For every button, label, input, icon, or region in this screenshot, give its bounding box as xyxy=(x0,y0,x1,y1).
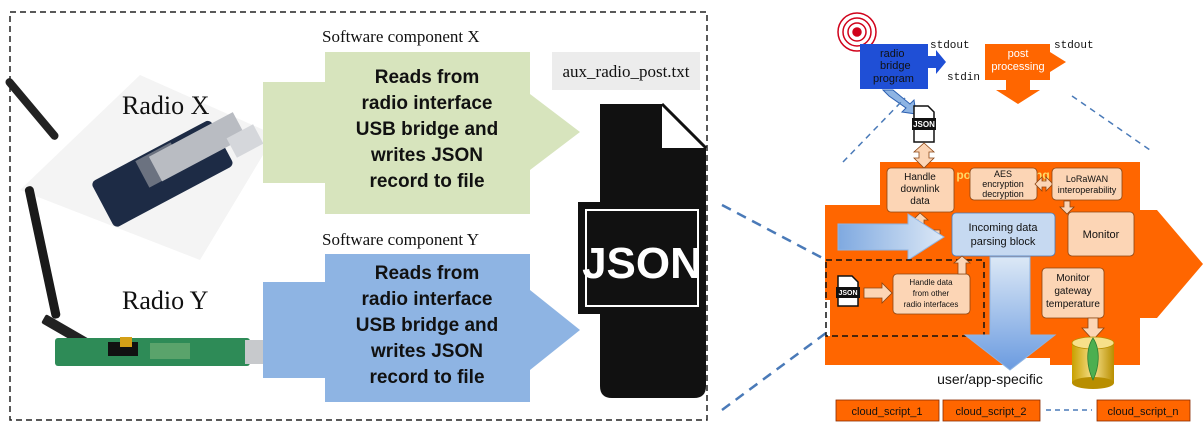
zoom-line-top xyxy=(721,203,831,264)
component-y-line: Reads from xyxy=(375,263,480,284)
json-file-label: JSON xyxy=(582,239,702,288)
cloud-script-label: cloud_script_1 xyxy=(852,406,923,418)
stdout-label-1: stdout xyxy=(930,40,970,52)
user-app-down-arrow xyxy=(963,256,1057,371)
cloud-script-box xyxy=(835,399,940,422)
database-icon xyxy=(1071,336,1115,389)
radio-y-label: Radio Y xyxy=(122,286,209,315)
post-processing-small-line: processing xyxy=(991,61,1044,73)
stdout-label-2: stdout xyxy=(1054,40,1094,52)
component-x-line: radio interface xyxy=(362,93,493,114)
stdout-arrow-1 xyxy=(928,50,946,74)
filename-label: aux_radio_post.txt xyxy=(562,62,689,81)
left-panel-border xyxy=(9,11,708,421)
incoming-line: parsing block xyxy=(971,236,1036,248)
post-processing-small-line: post xyxy=(1008,48,1029,60)
radio-x-device-image xyxy=(5,75,275,260)
component-x-line: record to file xyxy=(369,171,484,192)
component-y-line: USB bridge and xyxy=(356,315,499,336)
component-x-line: USB bridge and xyxy=(356,119,499,140)
zoom-line-bottom xyxy=(721,328,831,412)
component-y-line: radio interface xyxy=(362,289,493,310)
filename-box xyxy=(552,52,700,90)
cloud-script-box xyxy=(942,399,1041,422)
aes-line: decryption xyxy=(982,189,1024,199)
component-y-text: Reads from radio interface USB bridge an… xyxy=(356,263,499,388)
monitor-label: Monitor xyxy=(1083,229,1120,241)
cloud-script-label: cloud_script_n xyxy=(1108,406,1179,418)
monitor-gateway-line: gateway xyxy=(1054,286,1091,297)
handle-downlink-line: data xyxy=(910,196,930,207)
component-x-line: writes JSON xyxy=(370,145,483,166)
bridge-to-json-arrow xyxy=(881,89,917,115)
gateway-db-arrow xyxy=(1081,317,1105,341)
other-up-arrow xyxy=(952,255,972,275)
radio-bridge-line: bridge xyxy=(880,60,911,72)
handle-other-box xyxy=(892,273,971,315)
cloud-script-box xyxy=(1096,399,1191,422)
handle-downlink-line: Handle xyxy=(904,172,936,183)
component-y-line: writes JSON xyxy=(370,341,483,362)
component-y-line: record to file xyxy=(369,367,484,388)
lorawan-box xyxy=(1051,167,1123,201)
radio-waves-icon xyxy=(837,12,877,52)
lorawan-line: LoRaWAN xyxy=(1066,174,1108,184)
lorawan-down-arrow xyxy=(1059,200,1075,215)
component-y-arrow xyxy=(263,254,580,402)
aes-line: encryption xyxy=(982,179,1024,189)
aes-line: AES xyxy=(994,169,1012,179)
radio-bridge-line: program xyxy=(873,73,914,85)
handle-downlink-box xyxy=(886,167,955,213)
handle-other-line: from other xyxy=(913,289,950,298)
incoming-box xyxy=(951,212,1056,257)
monitor-gateway-line: Monitor xyxy=(1056,273,1090,284)
handle-downlink-line: downlink xyxy=(901,184,941,195)
radio-x-label: Radio X xyxy=(122,91,210,120)
component-x-text: Reads from radio interface USB bridge an… xyxy=(356,67,499,192)
monitor-gateway-line: temperature xyxy=(1046,299,1100,310)
trapezoid-line-right xyxy=(1071,95,1151,151)
cloud-script-label: cloud_script_2 xyxy=(956,406,1027,418)
component-x-arrow xyxy=(263,52,580,214)
monitor-gateway-box xyxy=(1041,267,1105,319)
user-app-label: user/app-specific xyxy=(937,371,1043,387)
radio-bridge-label: radio bridge program xyxy=(873,48,914,85)
small-json-label-lower: JSON xyxy=(838,290,857,297)
post-processing-small-box xyxy=(985,44,1066,104)
json-file-icon: JSON xyxy=(578,102,708,398)
small-json-icon-lower: JSON xyxy=(836,275,860,307)
radio-bridge-box xyxy=(860,44,928,89)
json-to-other-arrow xyxy=(863,282,893,304)
trapezoid-line-left xyxy=(842,97,906,163)
component-x-line: Reads from xyxy=(375,67,480,88)
small-json-label: JSON xyxy=(913,120,935,129)
stdin-label: stdin xyxy=(947,72,980,84)
monitor-box xyxy=(1067,211,1135,257)
component-x-title: Software component X xyxy=(322,27,480,46)
radio-bridge-line: radio xyxy=(880,48,904,60)
component-y-title: Software component Y xyxy=(322,230,479,249)
small-json-icon: JSON xyxy=(912,105,936,143)
other-radio-dashed-box xyxy=(825,259,985,337)
handle-other-line: radio interfaces xyxy=(904,300,959,309)
handle-other-line: Handle data xyxy=(909,278,953,287)
lorawan-line: interoperability xyxy=(1058,185,1117,195)
incoming-line: Incoming data xyxy=(968,222,1038,234)
incoming-blue-arrow xyxy=(837,213,945,261)
